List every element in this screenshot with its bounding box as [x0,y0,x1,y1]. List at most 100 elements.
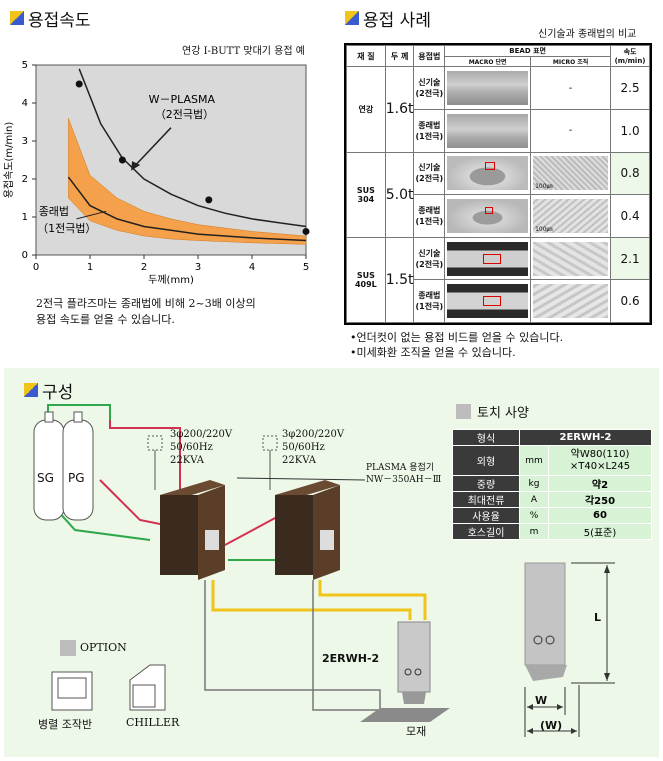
method-cell: 신기술 (2전극) [413,236,446,281]
thickness-cell: 1.6t [384,66,415,153]
plug-icon [262,435,278,451]
macro-photo [444,236,532,281]
option-title: OPTION [80,641,127,654]
method-cell: 종래법 (1전극) [413,194,446,238]
spec-value: 약W80(110) ×T40×L245 [548,445,652,476]
macro-photo [444,108,532,153]
power-1-frequency: 50/60Hz [170,442,213,453]
option-parallel-panel-label: 병렬 조작반 [38,718,93,731]
torch-dimension-drawing [524,562,615,737]
section-icon [24,383,38,397]
cases-subtitle: 신기술과 종래법의 비교 [538,29,637,40]
micro-cell: - [530,66,612,110]
speed-section-title: 용접속도 [28,11,91,31]
spec-value: 5(표준) [548,523,652,540]
dim-label-w2: (W) [540,719,563,732]
header-material: 재 질 [346,44,386,68]
header-macro: MACRO 단면 [444,56,532,68]
chart-note: 연강 I-BUTT 맞대기 용접 예 [182,46,305,57]
torch-spec-marker [456,404,471,419]
option-chiller-label: CHILLER [126,716,180,729]
power-1-capacity: 22KVA [170,455,204,466]
w-plasma-curve [78,68,307,228]
power-2-capacity: 22KVA [282,455,316,466]
material-cell: SUS 409L [346,236,386,324]
y-axis-label: 용접속도(m/min) [3,122,15,199]
machine-label-line-1: PLASMA 용접기 [366,463,435,473]
spec-unit: kg [519,475,549,492]
torch-diagram [397,621,431,704]
power-spec-1: 3φ200/220V 50/60Hz 22KVA [170,428,232,467]
bullet-2: •미세화환 조직을 얻을 수 있습니다. [350,346,516,359]
micro-photo: 100㎛ [530,151,612,196]
header-thickness: 두 께 [384,44,415,68]
x-tick-label: 2 [141,262,147,273]
annotation-w-plasma: W－PLASMA [149,93,216,106]
section-icon [10,11,24,25]
macro-photo [444,66,532,110]
welder-machine-2 [275,480,340,580]
y-tick-label: 1 [22,212,28,223]
thickness-cell: 5.0t [384,151,415,238]
section-icon [345,11,359,25]
y-tick-label: 3 [22,136,28,147]
annotation-conventional: 종래법 [39,205,69,218]
dim-label-l: L [594,611,602,624]
description-line-2: 용접 속도를 얻을 수 있습니다. [36,313,175,326]
x-tick-label: 4 [249,262,255,273]
workpiece-label: 모재 [406,725,427,738]
annotation-leader [76,210,107,220]
spec-value: 2ERWH-2 [519,429,652,446]
spec-label: 사용율 [452,507,520,524]
cases-section-title: 용접 사례 [363,11,431,31]
header-speed-label: 속도 [623,48,637,57]
bullet-1: •언더컷이 없는 용접 비드를 얻을 수 있습니다. [350,331,564,344]
spec-value: 각250 [548,491,652,508]
config-section-title: 구성 [42,383,74,403]
x-tick-label: 3 [195,262,201,273]
micro-photo [530,279,612,323]
chiller-device [129,664,166,711]
dim-label-w: W [535,694,548,707]
speed-value: 0.6 [610,279,650,323]
power-2-frequency: 50/60Hz [282,442,325,453]
speed-value: 1.0 [610,108,650,153]
micro-photo: 100㎛ [530,194,612,238]
spec-value: 약2 [548,475,652,492]
thickness-cell: 1.5t [384,236,415,324]
description-line-1: 2전극 플라즈마는 종래법에 비해 2~3배 이상의 [36,297,256,310]
spec-label: 중량 [452,475,520,492]
spec-label: 최대전류 [452,491,520,508]
spec-unit: mm [519,445,549,476]
data-point [118,156,126,164]
spec-label: 형식 [452,429,520,446]
workpiece [360,708,450,722]
method-cell: 종래법 (1전극) [413,108,446,153]
speed-value: 0.8 [610,151,650,196]
torch-label: 2ERWH-2 [322,652,380,665]
x-tick-label: 1 [87,262,93,273]
spec-value: 60 [548,507,652,524]
conventional-curve [67,176,307,242]
speed-value: 0.4 [610,194,650,238]
macro-photo [444,151,532,196]
sg-cylinder [33,411,65,521]
method-cell: 종래법 (1전극) [413,279,446,323]
y-tick-label: 0 [22,250,28,261]
machine-label: PLASMA 용접기 NW－350AH－Ⅲ [366,462,441,486]
annotation-arrow [132,127,172,169]
method-cell: 신기술 (2전극) [413,66,446,110]
header-micro: MICRO 조직 [530,56,612,68]
micro-scale: 100㎛ [535,225,553,233]
speed-value: 2.5 [610,66,650,110]
power-2-voltage: 3φ200/220V [282,429,345,440]
micro-scale: 100㎛ [535,183,553,191]
torch-spec-title: 토치 사양 [477,406,529,421]
machine-label-line-2: NW－350AH－Ⅲ [366,475,442,485]
cases-table: 재 질 두 께 용접법 BEAD 표면 속도(m/min) MACRO 단면 M… [346,44,650,324]
data-point [75,80,83,88]
y-tick-label: 2 [22,174,28,185]
spec-unit: m [519,523,549,540]
x-axis-label: 두께(mm) [148,274,194,285]
x-tick-label: 0 [33,262,39,273]
